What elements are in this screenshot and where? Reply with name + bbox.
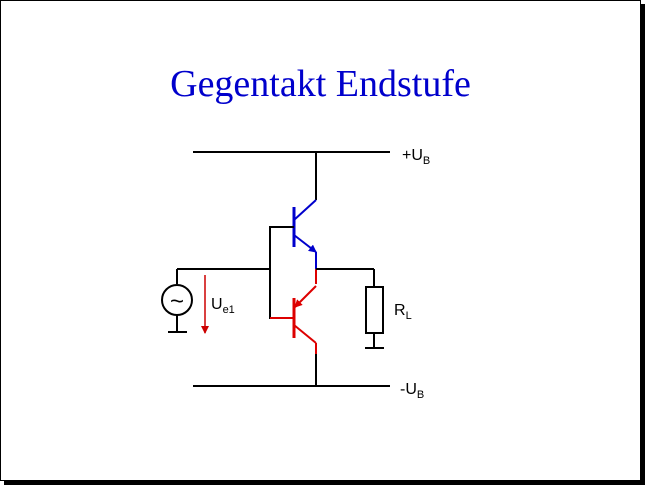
slide-shadow-right (641, 4, 645, 485)
load-resistor-label: RL (394, 302, 412, 322)
positive-supply-label: +UB (402, 147, 430, 167)
load-resistor (365, 286, 384, 334)
negative-supply-label: -UB (400, 381, 424, 401)
pnp-transistor (292, 269, 317, 354)
input-voltage-label: Ue1 (211, 296, 235, 316)
slide-shadow-bottom (4, 481, 645, 485)
npn-transistor (292, 199, 317, 269)
page-title: Gegentakt Endstufe (170, 63, 471, 105)
source-symbol: ~ (170, 288, 184, 315)
npn-base-wire (269, 226, 294, 319)
